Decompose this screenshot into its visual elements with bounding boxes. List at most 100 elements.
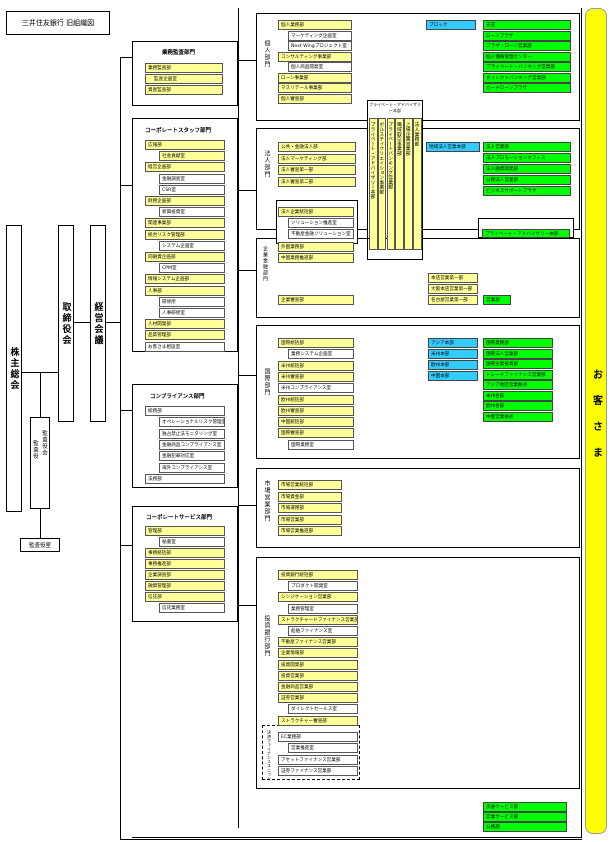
- branch-cell: ダイレクトバンキング営業部: [483, 72, 571, 83]
- customers-bar: お客さま: [585, 8, 607, 834]
- dept-cell: 個人審査部: [278, 93, 352, 104]
- dept-cell: シンジケーション営業部: [278, 592, 358, 603]
- dept-cell: 投資銀行統括部: [278, 570, 358, 580]
- dept-cell: CPM室: [159, 263, 225, 274]
- auditors-frame: [30, 417, 50, 509]
- dept-cell: 財務企画部: [145, 196, 225, 206]
- dept-cell: 市場営業統括部: [278, 480, 342, 490]
- connector: [120, 545, 132, 546]
- dept-cell: 業務監査部: [145, 63, 223, 73]
- investment-label: 投資銀行部門: [263, 615, 270, 657]
- international-label: 国際部門: [263, 368, 270, 396]
- dept-cell: ストラクチャー審査部: [278, 715, 358, 726]
- connector: [120, 57, 132, 58]
- dept-cell: 経営企画部: [145, 162, 225, 173]
- branch-cell: 米州各部: [483, 390, 553, 401]
- branch-cell: ビジネスサポートプラザ: [483, 186, 571, 196]
- dept-cell: 米州コンプライアンス室: [278, 383, 354, 394]
- branch-cell: 国際法人営業部: [483, 348, 553, 359]
- region-cell: 中国本部: [428, 371, 478, 381]
- dept-cell: 情報システム企画部: [145, 274, 225, 285]
- dept-cell: 投資営業部: [278, 670, 358, 681]
- dept-cell: 金融犯罪対応室: [159, 451, 225, 462]
- corporate-service-title: コーポレートサービス部門: [146, 515, 213, 521]
- markets-division-frame: [256, 468, 580, 548]
- dept-cell: 海外コンプライアンス室: [159, 462, 225, 473]
- board-box: 取締役会: [58, 225, 74, 422]
- connector: [238, 8, 239, 828]
- branch-cell: 支店: [483, 20, 571, 30]
- connector: [238, 190, 256, 191]
- dept-cell: コンサルティング事業部: [278, 51, 352, 62]
- dept-cell: 法人審査第一部: [278, 165, 356, 175]
- connector: [120, 839, 582, 840]
- dept-cell: お客さま相談室: [145, 341, 225, 352]
- dept-cell: 信託部: [145, 592, 225, 602]
- branch-cell: プラザ・ローン営業部: [483, 41, 571, 51]
- dept-cell: 公共・金融法人部: [278, 142, 356, 152]
- enterprise-sales-cell: 営業部: [483, 295, 511, 305]
- dept-cell: ダイレクトセールス室: [288, 704, 358, 715]
- branch-cell: 法人営業部: [483, 142, 571, 152]
- dept-cell: 中国業務推進部: [278, 253, 354, 263]
- dept-cell: 市場運用部: [278, 503, 342, 513]
- dept-cell: 不動産ファイナンス営業部: [278, 637, 358, 648]
- dept-cell: マスリテール事業部: [278, 83, 352, 93]
- dept-cell: 品質管理部: [145, 330, 225, 341]
- audit-office-box: 監査役室: [20, 538, 60, 552]
- branch-cell: 国際企業投資部: [483, 359, 553, 369]
- corporate-label: 法人部門: [263, 150, 270, 178]
- branch-cell: 国際業務部: [483, 338, 553, 348]
- compliance-title: コンプライアンス部門: [150, 394, 205, 400]
- dept-cell: 社会貢献室: [159, 151, 225, 162]
- branch-cell: 法人プロモーションオフィス: [483, 153, 571, 163]
- connector: [74, 322, 90, 323]
- business-groups-outer-frame: [132, 8, 582, 838]
- dept-cell: 秘書室: [159, 537, 225, 547]
- branch-cell: アジア地区営業拠点: [483, 380, 553, 390]
- audit-division-title: 業務監査部門: [162, 50, 196, 56]
- dept-cell: 広報部: [145, 140, 225, 150]
- advisory-col: 職域取引事業部: [395, 118, 404, 250]
- dept-cell: 企業審査部: [278, 295, 354, 305]
- dept-cell: 国際統括部: [278, 338, 354, 348]
- dept-cell: 事務推進部: [145, 559, 225, 569]
- branch-cell: ローンプラザ: [483, 30, 571, 41]
- dept-cell: 米州審査部: [278, 371, 354, 382]
- region-cell: アジア本部: [428, 338, 478, 348]
- branch-cell: 公務部: [483, 822, 567, 832]
- dept-cell: 業務管理室: [288, 603, 358, 614]
- dept-cell: 米州統括部: [278, 360, 354, 371]
- block-cell: ブロック: [426, 20, 476, 30]
- dept-cell: 法務部: [145, 473, 225, 484]
- settlement-unit-label: 決済ファイナンスユニット: [267, 730, 272, 781]
- dept-cell: ローン事業部: [278, 72, 352, 83]
- branch-cell: 欧州各部: [483, 401, 553, 411]
- dept-cell: 企業調査部: [145, 570, 225, 580]
- dept-cell: 証券営業部: [278, 693, 358, 704]
- dept-cell: 船舶ファイナンス室: [288, 626, 358, 636]
- markets-label: 市場営業部門: [263, 480, 270, 522]
- dept-cell: 金融商品営業部: [278, 682, 358, 692]
- advisory-col: プライベート・アドバイザリー本部: [369, 118, 378, 250]
- dept-cell: 中国統括部: [278, 417, 354, 428]
- connector: [120, 410, 132, 411]
- auditors-label: 監査役: [32, 440, 38, 460]
- dept-cell: 金融商品コンプライアンス室: [159, 439, 225, 450]
- branch-cell: 公務法人営業部: [483, 175, 571, 185]
- branch-cell: 流通サービス部: [483, 802, 567, 812]
- dept-cell: 国際審査部: [278, 428, 354, 439]
- connector: [120, 57, 121, 839]
- connector: [120, 185, 132, 186]
- connector: [238, 505, 256, 506]
- enterprise-label: 企業金融部門: [262, 246, 268, 282]
- dept-cell: 人材開発部: [145, 319, 225, 330]
- dept-cell: 人事部: [145, 285, 225, 296]
- dept-cell: 人事研修室: [159, 308, 225, 318]
- hq-cell: 本店営業第一部: [428, 273, 478, 283]
- auditors-board-label: 監査役会: [41, 430, 47, 456]
- dept-cell: CSR室: [159, 184, 225, 195]
- connector: [238, 375, 256, 376]
- page-title: 三井住友銀行 旧組織図: [6, 11, 110, 35]
- branch-cell: カードローンプラザ: [483, 83, 571, 93]
